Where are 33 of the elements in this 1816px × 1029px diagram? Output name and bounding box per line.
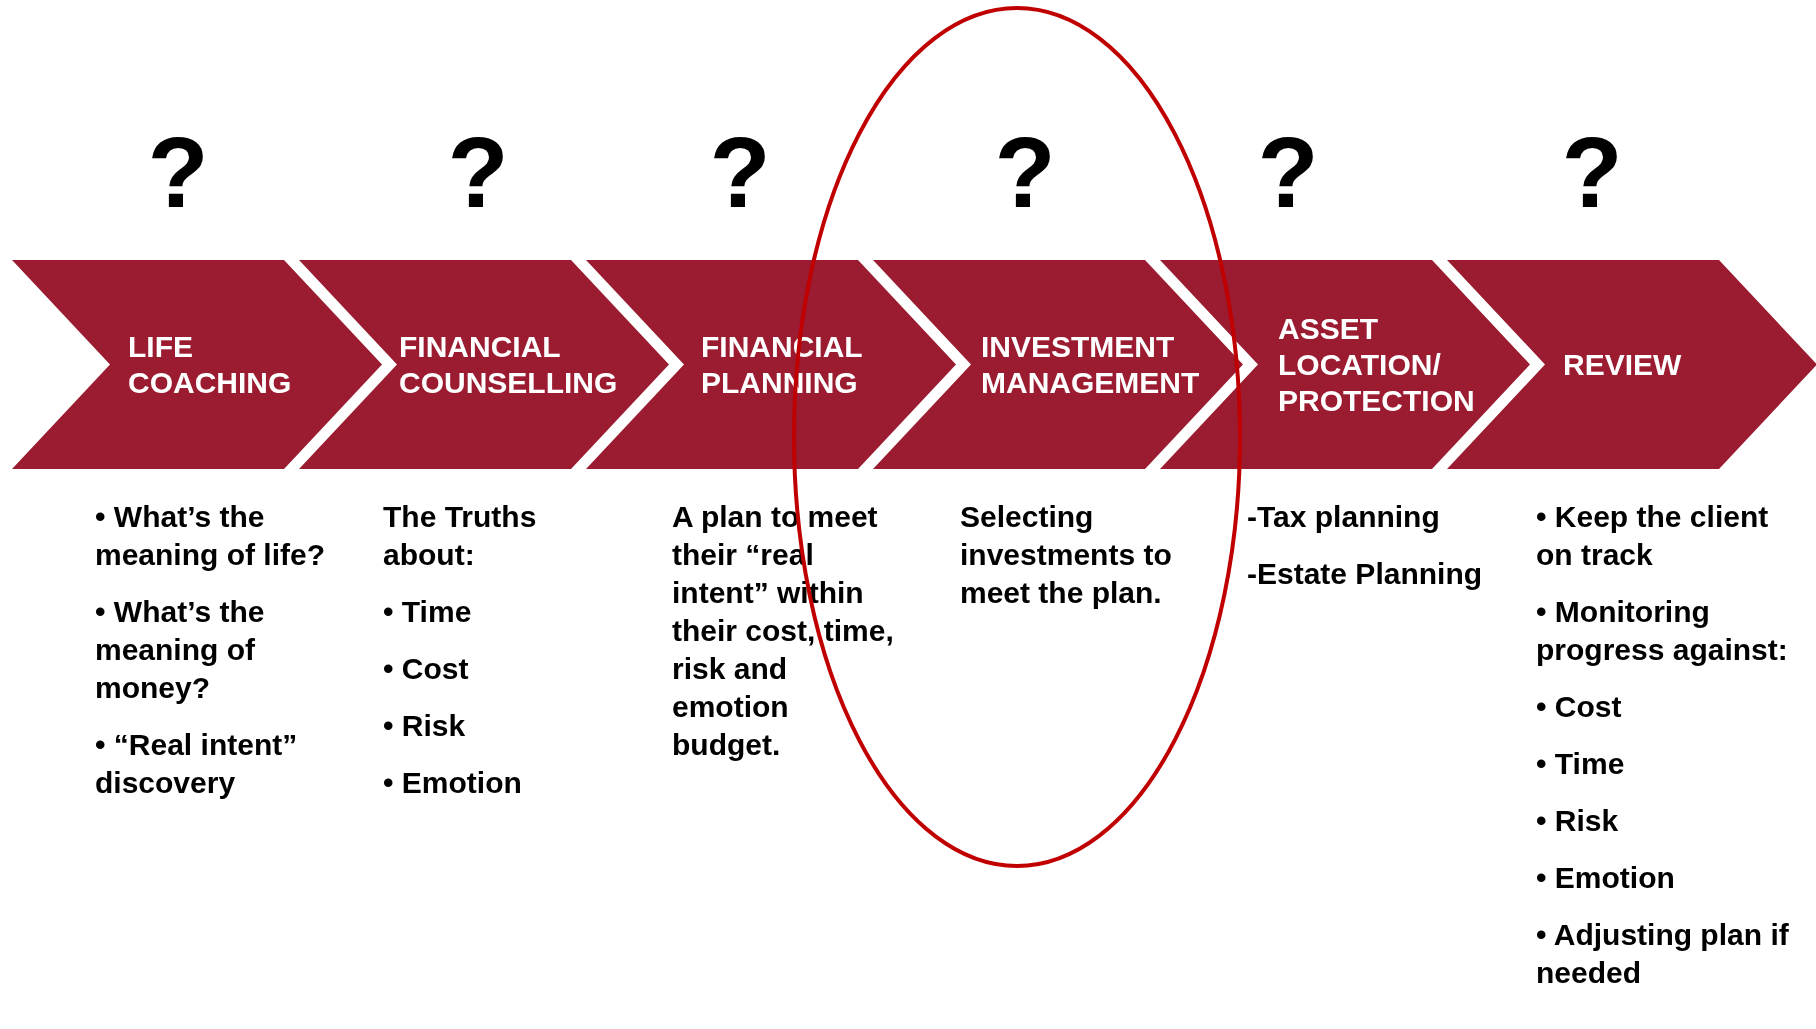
step-description: • Emotion <box>1536 860 1676 896</box>
step-description: • Time <box>383 594 473 630</box>
step-description: • Keep the client on track <box>1536 499 1770 573</box>
question-mark: ? <box>1256 115 1320 230</box>
chevron-step <box>12 260 382 469</box>
chevron-step <box>873 260 1243 469</box>
step-description: • Monitoring progress against: <box>1536 594 1789 668</box>
step-description: • “Real intent” discovery <box>95 727 299 801</box>
chevron-step <box>299 260 669 469</box>
step-title: LIFE COACHING <box>128 328 293 401</box>
question-mark: ? <box>993 115 1057 230</box>
question-mark: ? <box>446 115 510 230</box>
step-title: FINANCIAL COUNSELLING <box>399 328 619 401</box>
step-title: ASSET LOCATION/ PROTECTION <box>1278 310 1476 419</box>
step-description: • Risk <box>383 708 467 744</box>
question-mark: ? <box>1560 115 1624 230</box>
step-title: REVIEW <box>1563 346 1683 383</box>
step-description: Selecting investments to meet the plan. <box>960 499 1173 611</box>
step-title: FINANCIAL PLANNING <box>701 328 864 401</box>
question-mark: ? <box>146 115 210 230</box>
step-description: • What’s the meaning of money? <box>95 594 266 706</box>
step-description: • Risk <box>1536 803 1620 839</box>
step-description: • Time <box>1536 746 1626 782</box>
step-description: -Estate Planning <box>1247 556 1484 592</box>
question-mark: ? <box>708 115 772 230</box>
step-description: • Emotion <box>383 765 523 801</box>
step-description: • What’s the meaning of life? <box>95 499 326 573</box>
step-description: • Cost <box>1536 689 1623 725</box>
step-description: -Tax planning <box>1247 499 1441 535</box>
step-description: • Cost <box>383 651 470 687</box>
step-description: • Adjusting plan if needed <box>1536 917 1790 991</box>
step-description: The Truths about: <box>383 499 538 573</box>
step-title: INVESTMENT MANAGEMENT <box>981 328 1201 401</box>
